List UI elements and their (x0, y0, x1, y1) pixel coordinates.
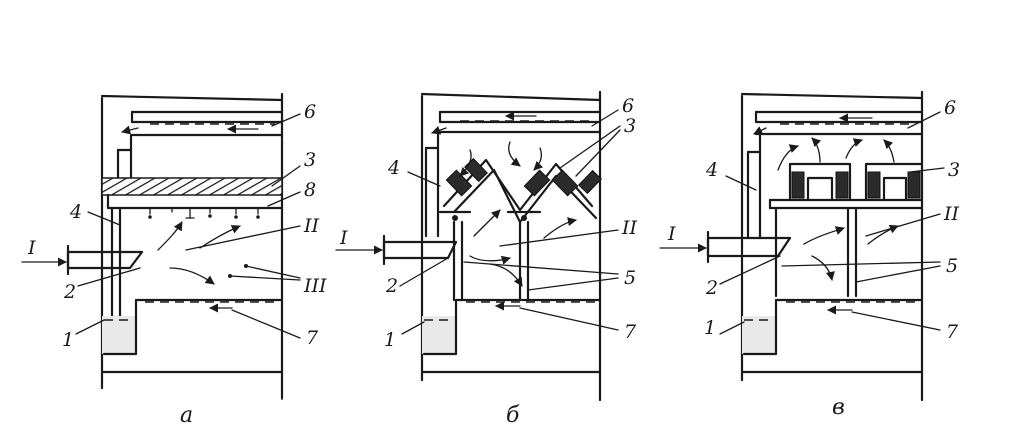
label-a-1: 1 (62, 329, 74, 351)
label-a-3: 3 (304, 149, 316, 171)
label-b-ii: II (621, 217, 638, 239)
label-c-ii: II (943, 203, 960, 225)
panel-b (335, 90, 621, 402)
label-a-i: I (27, 237, 36, 259)
label-b-6: 6 (622, 95, 634, 117)
label-c-2: 2 (705, 277, 718, 299)
drips (148, 207, 260, 219)
label-b-3: 3 (624, 115, 636, 137)
label-c-1: 1 (704, 317, 716, 339)
panel-a (21, 92, 301, 400)
label-b-i: I (339, 227, 348, 249)
label-c-7: 7 (946, 321, 959, 343)
label-a-7: 7 (306, 327, 319, 349)
label-c-i: I (667, 223, 676, 245)
caps (788, 162, 924, 202)
label-b-2: 2 (385, 275, 398, 297)
caption-c: в (832, 395, 845, 420)
label-c-4: 4 (705, 159, 718, 181)
label-a-8: 8 (304, 179, 316, 201)
label-c-3: 3 (948, 159, 960, 181)
label-b-4: 4 (387, 157, 400, 179)
label-a-iii: III (303, 275, 327, 297)
label-b-5: 5 (624, 267, 636, 289)
label-a-ii: II (303, 215, 320, 237)
panel-c (659, 90, 945, 402)
label-a-6: 6 (304, 101, 316, 123)
label-c-5: 5 (946, 255, 958, 277)
label-c-6: 6 (944, 97, 956, 119)
label-b-1: 1 (384, 329, 396, 351)
caption-a: а (180, 403, 193, 428)
label-b-7: 7 (624, 321, 637, 343)
caption-b: б (506, 403, 520, 428)
label-a-4: 4 (69, 201, 82, 223)
label-a-2: 2 (63, 281, 76, 303)
